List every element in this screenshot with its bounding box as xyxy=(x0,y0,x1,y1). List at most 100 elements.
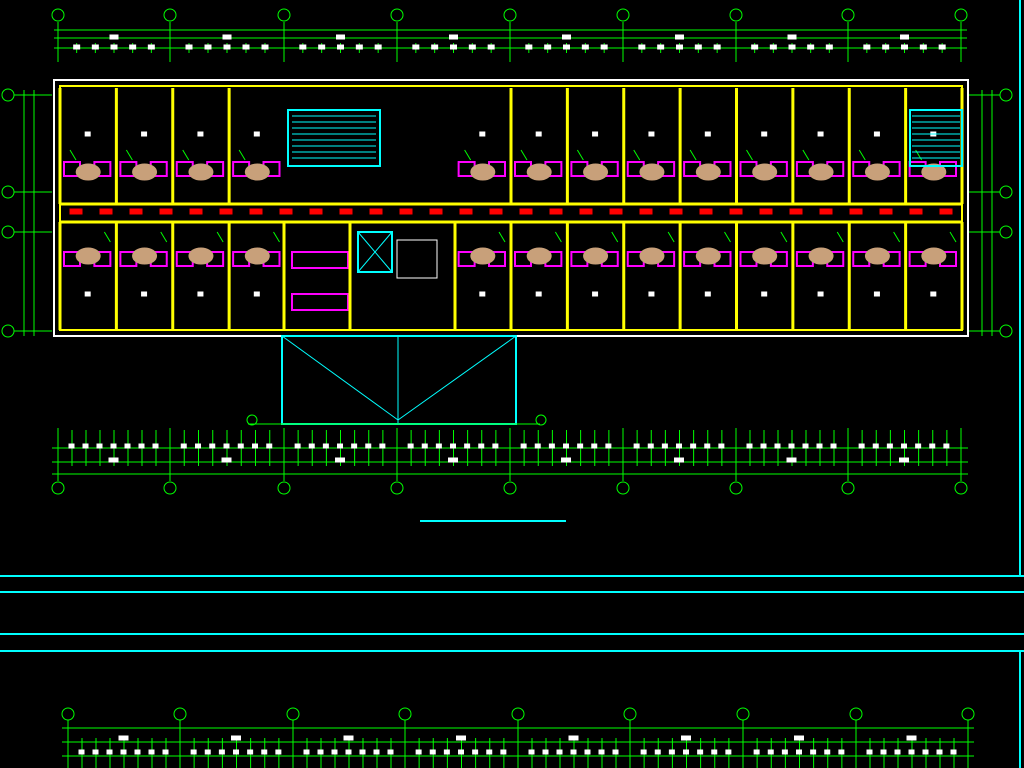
dimension-text-mark xyxy=(718,443,725,449)
dimension-text-mark xyxy=(563,443,569,449)
electrical-mark xyxy=(464,149,472,161)
dimension-text-mark xyxy=(936,749,943,755)
corridor-dash xyxy=(339,208,353,215)
dimension-text-mark xyxy=(180,443,187,449)
corridor-dash xyxy=(519,208,533,215)
dimension-text-mark xyxy=(261,749,268,755)
corridor-dash xyxy=(399,208,413,215)
washbasin xyxy=(752,163,778,181)
dimension-text-mark xyxy=(697,749,704,755)
dimension-text-mark xyxy=(894,749,901,755)
axis-bubble xyxy=(954,481,968,495)
dimension-text-mark xyxy=(908,749,915,755)
electrical-mark xyxy=(182,149,190,161)
dimension-text-mark xyxy=(886,443,893,449)
dimension-text-mark xyxy=(711,749,718,755)
dimension-text-mark xyxy=(335,457,345,463)
dimension-text-mark xyxy=(374,44,382,50)
fixture-counter xyxy=(291,293,349,311)
dimension-text-mark xyxy=(760,443,767,449)
dimension-text-mark xyxy=(435,443,442,449)
dimension-text-mark xyxy=(591,443,598,449)
washbasin xyxy=(639,247,665,265)
dimension-text-mark xyxy=(787,34,797,40)
corridor-dash xyxy=(429,208,443,215)
dimension-text-mark xyxy=(242,44,250,50)
dimension-text-mark xyxy=(600,44,608,50)
axis-bubble xyxy=(390,8,404,22)
corridor-dash xyxy=(639,208,653,215)
corridor-dash xyxy=(489,208,503,215)
electrical-mark xyxy=(667,231,675,243)
room-label-mark xyxy=(817,131,824,137)
electrical-mark xyxy=(554,231,562,243)
corridor-dash xyxy=(879,208,893,215)
dimension-text-mark xyxy=(746,443,753,449)
stair-outline xyxy=(909,109,963,167)
washbasin xyxy=(752,247,778,265)
room-label-mark xyxy=(648,291,655,297)
dimension-text-mark xyxy=(880,749,887,755)
dimension-text-mark xyxy=(534,443,541,449)
dimension-text-mark xyxy=(774,443,781,449)
corridor-dash xyxy=(219,208,233,215)
axis-bubble xyxy=(51,8,65,22)
toilet-room xyxy=(396,239,438,279)
washbasin xyxy=(864,247,890,265)
dimension-text-mark xyxy=(900,34,909,40)
dimension-text-mark xyxy=(204,44,212,50)
electrical-mark xyxy=(949,231,957,243)
dimension-text-mark xyxy=(661,443,668,449)
dimension-text-mark xyxy=(676,44,683,50)
electrical-mark xyxy=(69,149,77,161)
dimension-text-mark xyxy=(633,443,640,449)
electrical-mark xyxy=(836,231,844,243)
corridor-dash xyxy=(459,208,473,215)
dimension-text-mark xyxy=(91,44,99,50)
dimension-text-mark xyxy=(222,34,232,40)
lower-drawing-dimensions xyxy=(61,707,975,768)
dimension-text-mark xyxy=(544,44,552,50)
dimension-text-mark xyxy=(110,443,117,449)
dimension-text-mark xyxy=(221,457,232,463)
room-label-mark xyxy=(817,291,824,297)
corridor-dash xyxy=(69,208,83,215)
corridor-dash xyxy=(279,208,293,215)
dimension-text-mark xyxy=(882,44,890,50)
electrical-mark xyxy=(633,149,641,161)
dimension-text-mark xyxy=(266,443,273,449)
electrical-mark xyxy=(103,231,111,243)
dimension-text-mark xyxy=(520,443,527,449)
dimension-text-mark xyxy=(906,735,917,741)
fixture-counter xyxy=(291,251,349,269)
dimension-text-mark xyxy=(542,749,549,755)
dimension-text-mark xyxy=(68,443,75,449)
dimension-text-mark xyxy=(337,44,344,50)
electrical-mark xyxy=(238,149,246,161)
dimension-text-mark xyxy=(252,443,258,449)
electrical-mark xyxy=(216,231,224,243)
dimension-text-mark xyxy=(899,457,909,463)
room-label-mark xyxy=(253,291,260,297)
axis-bubble xyxy=(51,481,65,495)
dimension-text-mark xyxy=(443,749,450,755)
room-label-mark xyxy=(592,131,599,137)
dimension-text-mark xyxy=(412,44,420,50)
electrical-mark xyxy=(520,149,528,161)
dimension-text-mark xyxy=(863,44,871,50)
elevator-cross xyxy=(357,231,393,273)
dimension-text-mark xyxy=(336,34,345,40)
dimension-text-mark xyxy=(147,44,155,50)
axis-bubble xyxy=(390,481,404,495)
dimension-text-mark xyxy=(492,443,499,449)
corridor-dash xyxy=(189,208,203,215)
electrical-mark xyxy=(780,231,788,243)
corridor-dash xyxy=(129,208,143,215)
room-label-mark xyxy=(197,131,204,137)
dimension-text-mark xyxy=(355,44,363,50)
dimension-text-mark xyxy=(478,443,485,449)
dimension-text-mark xyxy=(668,749,675,755)
dimension-text-mark xyxy=(751,44,759,50)
corridor-dash xyxy=(789,208,803,215)
